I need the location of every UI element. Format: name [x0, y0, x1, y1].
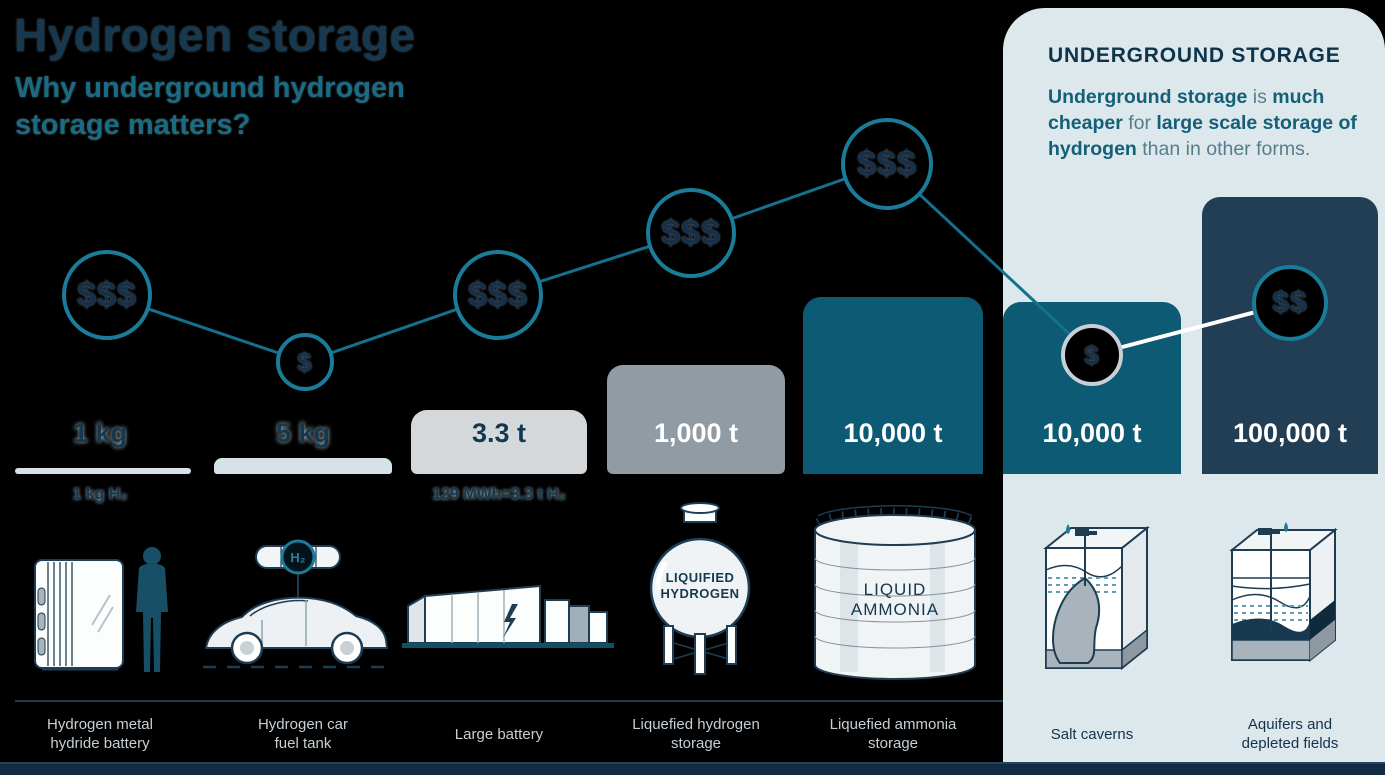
cost-amount: $$$	[77, 275, 137, 314]
wellhead-icon	[1075, 529, 1089, 536]
aquifer-illustration	[1229, 522, 1338, 663]
page-title: Hydrogen storage	[14, 9, 416, 61]
cost-circle-liquefied-hydrogen: $$$	[646, 188, 736, 278]
bottom-label-line: Liquefied ammonia	[829, 716, 957, 733]
capacity-bar-large-battery	[411, 410, 587, 474]
cost-amount: $$	[1272, 286, 1308, 319]
bottom-label-line: storage	[867, 735, 919, 752]
bottom-label-aquifers: Aquifers and depleted fields	[1190, 711, 1385, 757]
liquified-hydrogen-illustration: LIQUIFIED HYDROGEN	[649, 502, 751, 675]
cost-amount: $$$	[661, 213, 721, 252]
sphere-label-2: HYDROGEN	[660, 586, 739, 601]
capacity-value-aquifers: 100,000 t	[1232, 418, 1348, 448]
capacity-caption-large-battery: 129 MWh=3.3 t H₂	[432, 486, 566, 503]
sphere-label-1: LIQUIFIED	[666, 570, 735, 585]
wellhead-icon	[1258, 528, 1272, 535]
bottom-label-liquefied-hydrogen: Liquefied hydrogen storage	[596, 711, 796, 757]
liquid-ammonia-illustration: LIQUID AMMONIA	[814, 505, 976, 680]
cost-circle-salt-caverns: $	[1061, 324, 1123, 386]
bottom-label-line: Aquifers and	[1247, 716, 1333, 733]
capacity-value-liquefied-hydrogen: 1,000 t	[653, 418, 739, 448]
bottom-label-line: fuel tank	[274, 735, 332, 752]
cost-circle-hydride-battery: $$$	[62, 250, 152, 340]
cost-amount: $	[297, 346, 313, 377]
cost-amount: $$$	[857, 144, 917, 183]
cost-circle-liquefied-ammonia: $$$	[841, 118, 933, 210]
capacity-value-large-battery: 3.3 t	[471, 418, 527, 448]
capacity-bar-liquefied-ammonia	[803, 297, 983, 474]
bottom-label-salt-caverns: Salt caverns	[992, 711, 1192, 757]
hydride-battery-illustration	[34, 547, 168, 672]
gas-droplet-icon	[1066, 524, 1070, 534]
panel-heading: UNDERGROUND STORAGE	[1048, 44, 1341, 67]
bottom-label-line: hydride battery	[50, 735, 150, 752]
h2-badge	[280, 539, 316, 575]
bottom-label-large-battery: Large battery	[399, 711, 599, 757]
label-separator-line	[15, 700, 1003, 702]
capacity-value-liquefied-ammonia: 10,000 t	[843, 418, 943, 448]
capacity-value-salt-caverns: 10,000 t	[1042, 418, 1142, 448]
large-battery-illustration	[402, 584, 614, 648]
panel-body-text: Underground storage is much cheaper for …	[1048, 84, 1363, 162]
capacity-bar-liquefied-hydrogen	[607, 365, 785, 474]
capacity-bar-hydride-battery	[15, 468, 191, 474]
panel-body-segment: large scale storage of hydrogen	[1048, 112, 1357, 160]
capacity-value-hydride-battery: 1 kg	[72, 418, 128, 448]
bottom-label-line: depleted fields	[1241, 735, 1339, 752]
panel-body-segment: for	[1122, 112, 1157, 134]
panel-body-segment: Underground storage	[1048, 86, 1248, 108]
bottom-label-line: Salt caverns	[1050, 725, 1134, 743]
footer-bar	[0, 762, 1385, 775]
hydrogen-car-illustration: H₂	[203, 539, 392, 669]
bottom-label-line: storage	[670, 735, 722, 752]
salt-cavern-illustration	[1043, 524, 1150, 671]
cost-circle-large-battery: $$$	[453, 250, 543, 340]
connector-segment	[885, 162, 1094, 357]
cost-circle-car-fuel-tank: $	[276, 333, 334, 391]
person-silhouette	[136, 547, 168, 672]
bottom-label-line: Hydrogen metal	[47, 716, 153, 733]
bottom-label-line: Hydrogen car	[257, 716, 349, 733]
capacity-value-car-fuel-tank: 5 kg	[275, 418, 331, 448]
bottom-label-car-fuel-tank: Hydrogen car fuel tank	[203, 711, 403, 757]
page-subtitle: Why underground hydrogen storage matters…	[15, 72, 405, 141]
panel-body-segment: is	[1247, 86, 1273, 108]
capacity-bar-car-fuel-tank	[214, 458, 392, 474]
illustrations-layer: H₂	[34, 502, 1338, 680]
bottom-label-line: Large battery	[454, 725, 544, 743]
ammonia-label-2: AMMONIA	[851, 600, 939, 619]
ammonia-label-1: LIQUID	[864, 580, 927, 599]
cost-amount: $$$	[468, 275, 528, 314]
bottom-label-hydride-battery: Hydrogen metal hydride battery	[0, 711, 200, 757]
h2-badge-label: H₂	[290, 550, 305, 565]
bottom-label-line: Liquefied hydrogen	[632, 716, 760, 733]
bottom-label-liquefied-ammonia: Liquefied ammonia storage	[793, 711, 993, 757]
capacity-caption-hydride-battery: 1 kg H₂	[72, 486, 128, 503]
panel-body-segment: much cheaper	[1048, 86, 1325, 134]
lightning-bolt-icon	[503, 604, 518, 638]
gas-droplet-icon	[1284, 522, 1288, 532]
cavern-shape	[1052, 576, 1101, 664]
cost-circle-aquifers: $$	[1252, 265, 1328, 341]
panel-body-segment: than in other forms.	[1136, 138, 1311, 160]
cost-amount: $	[1084, 339, 1100, 370]
